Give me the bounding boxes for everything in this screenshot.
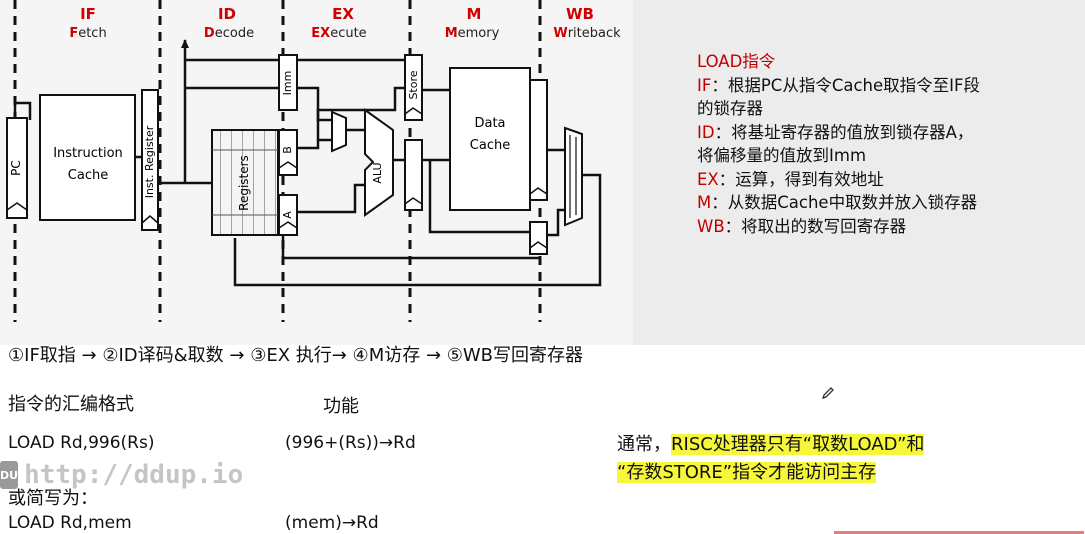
register-file xyxy=(211,129,279,236)
ex-mux xyxy=(331,110,347,153)
notes-panel xyxy=(633,0,1085,345)
risc-note-line-1: 通常，RISC处理器只有“取数LOAD”和 xyxy=(617,434,925,455)
asm-row-1: LOAD Rd,996(Rs) xyxy=(8,433,155,453)
note-line-id: ID：将基址寄存器的值放到锁存器A， xyxy=(697,122,974,142)
data-cache xyxy=(449,67,531,211)
stage-id-abbr: ID xyxy=(218,5,236,23)
stage-ex-name: EXecute xyxy=(311,26,366,41)
inst-register xyxy=(141,89,159,231)
pipeline-diagram: IF ID EX M WB Fetch Decode EXecute Memor… xyxy=(0,0,633,345)
stage-id-name: Decode xyxy=(204,26,254,41)
abbrev-label: 或简写为： xyxy=(8,488,98,509)
risc-highlight-1: RISC处理器只有“取数LOAD”和 xyxy=(671,434,925,455)
notes-title: LOAD指令 xyxy=(697,52,776,71)
risc-note-line-2: “存数STORE”指令才能访问主存 xyxy=(617,458,877,484)
registers-label: Registers xyxy=(237,155,251,211)
stage-m-name: Memory xyxy=(445,26,500,41)
imm-latch xyxy=(278,54,298,111)
pc-latch xyxy=(6,117,28,219)
imm-label: Imm xyxy=(281,71,294,96)
a-label: A xyxy=(281,211,294,219)
note-line-id-cont: 将偏移量的值放到Imm xyxy=(697,146,867,165)
cropped-footer-text xyxy=(834,526,1084,534)
stage-wb-abbr: WB xyxy=(566,5,594,23)
b-label: B xyxy=(281,146,294,154)
inst-register-label: Inst. Register xyxy=(143,125,156,198)
note-line-m: M：从数据Cache中取数并放入锁存器 xyxy=(697,193,978,212)
stage-if-abbr: IF xyxy=(80,5,96,23)
stage-wb-name: Writeback xyxy=(553,26,621,41)
stage-ex-abbr: EX xyxy=(332,5,354,23)
note-line-ex: EX：运算，得到有效地址 xyxy=(697,169,884,189)
wb-mux xyxy=(564,126,583,227)
stage-if-name: Fetch xyxy=(69,26,106,41)
function-header: 功能 xyxy=(323,396,359,417)
stage-m-abbr: M xyxy=(467,5,482,23)
pipeline-flow: ①IF取指 → ②ID译码&取数 → ③EX 执行→ ④M访存 → ⑤WB写回寄… xyxy=(8,345,584,366)
asm-row-2: LOAD Rd,mem xyxy=(8,513,132,533)
store-latch xyxy=(404,54,423,121)
asm-format-header: 指令的汇编格式 xyxy=(8,394,134,415)
watermark-badge: DU xyxy=(0,461,19,489)
note-line-if-cont: 的锁存器 xyxy=(697,99,763,118)
pencil-icon xyxy=(821,387,834,400)
bypass-latch xyxy=(529,221,548,255)
alu-label: ALU xyxy=(371,162,384,183)
pc-label: PC xyxy=(9,160,23,176)
dcache-label-2: Cache xyxy=(470,138,510,153)
func-row-1: (996+(Rs))→Rd xyxy=(285,433,416,453)
alu xyxy=(364,108,394,217)
store-label: Store xyxy=(407,70,420,99)
ex-out-latch xyxy=(404,139,423,211)
icache-label-2: Cache xyxy=(68,168,108,183)
note-line-wb: WB：将取出的数写回寄存器 xyxy=(697,216,907,236)
b-latch xyxy=(278,129,298,176)
icache-label-1: Instruction xyxy=(53,146,123,161)
instruction-cache xyxy=(39,94,136,221)
dcache-label-1: Data xyxy=(474,116,505,131)
watermark-text: http://ddup.io xyxy=(24,460,244,490)
mem-out-latch xyxy=(529,79,548,201)
note-line-if: IF：根据PC从指令Cache取指令至IF段 xyxy=(697,75,980,95)
watermark: DU http://ddup.io xyxy=(0,455,244,495)
load-notes: LOAD指令 IF：根据PC从指令Cache取指令至IF段 的锁存器 ID：将基… xyxy=(697,50,1082,238)
func-row-2: (mem)→Rd xyxy=(285,513,379,533)
risc-highlight-2: “存数STORE”指令才能访问主存 xyxy=(617,462,877,483)
